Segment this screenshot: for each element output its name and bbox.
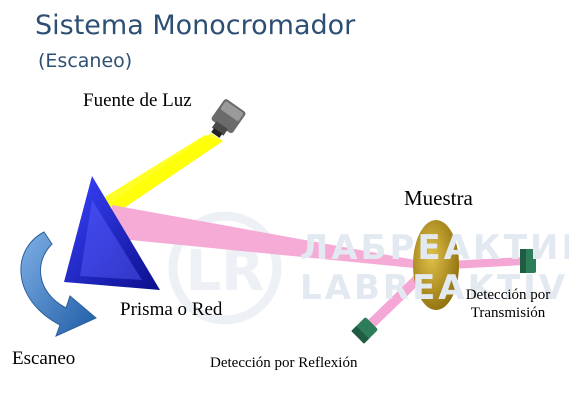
- light-source-icon: [211, 99, 246, 138]
- diagram-subtitle: (Escaneo): [38, 50, 133, 72]
- reflection-detection-label: Detección por Reflexión: [210, 355, 358, 371]
- diagram-title: Sistema Monocromador: [35, 10, 356, 41]
- watermark-text-line2: LABREAKTIV: [300, 268, 569, 308]
- prism-icon: [64, 176, 160, 290]
- transmission-detection-label: Detección por Transmisión: [465, 287, 551, 321]
- light-source-label: Fuente de Luz: [83, 90, 192, 111]
- transmission-detector-icon: [520, 249, 536, 273]
- reflection-detector-icon: [351, 317, 378, 344]
- dispersed-beam: [110, 205, 434, 270]
- sample-icon: [413, 220, 459, 310]
- scan-label: Escaneo: [12, 348, 76, 369]
- watermark-text-line1: ЛАБРЕАКТИВ: [300, 228, 569, 268]
- sample-label: Muestra: [404, 186, 473, 210]
- scan-arrow-icon: [20, 231, 97, 337]
- watermark-logo: LR: [168, 211, 282, 325]
- light-beam-glow: [100, 135, 223, 212]
- prism-label: Prisma o Red: [120, 299, 223, 320]
